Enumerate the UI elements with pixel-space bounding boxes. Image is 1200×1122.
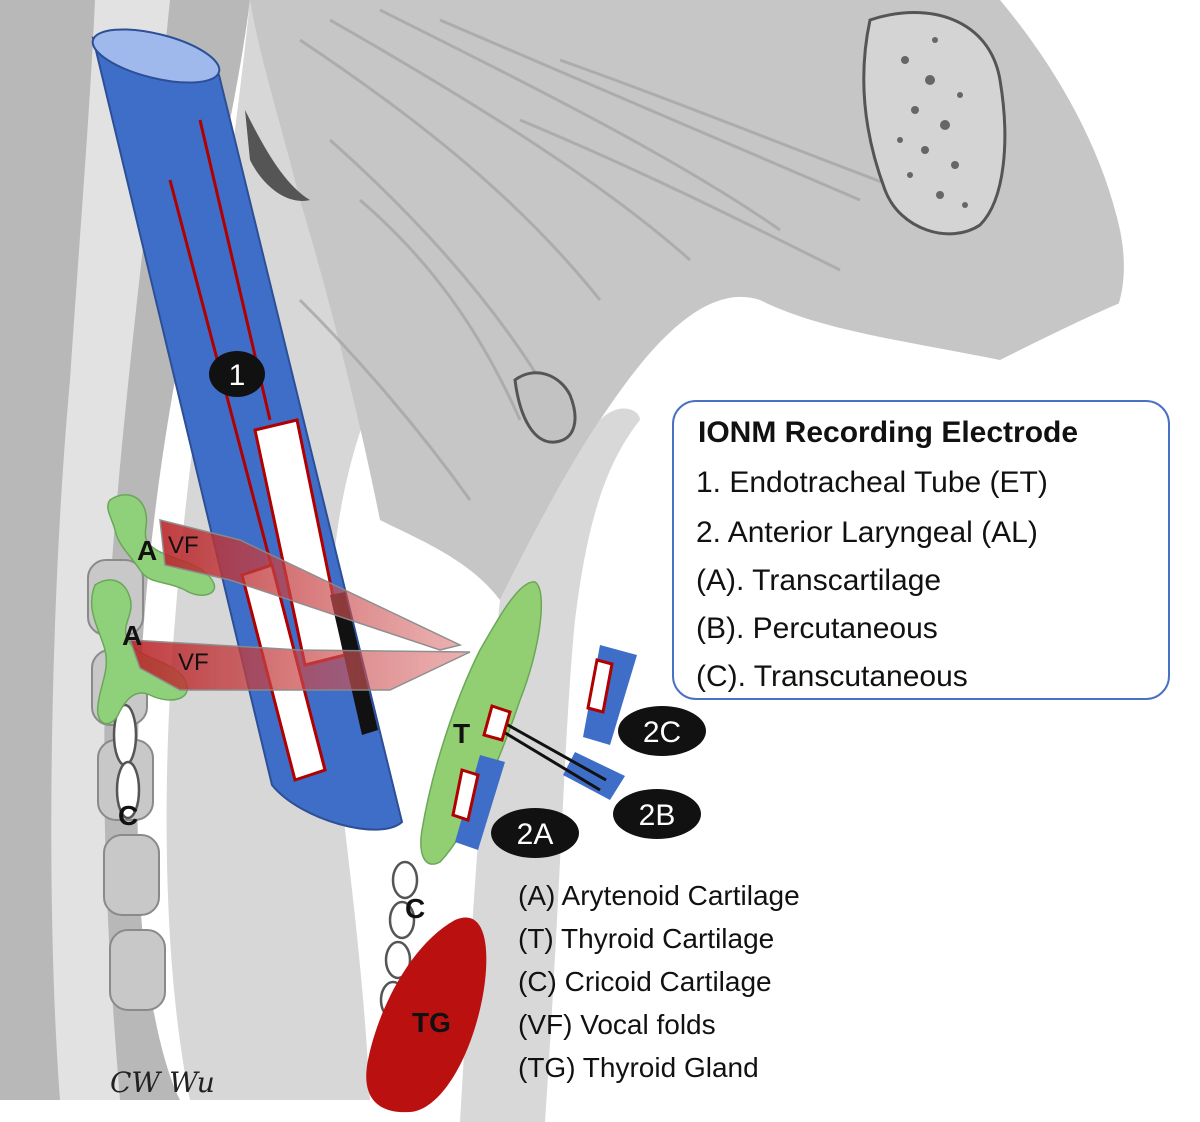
artist-signature: CW Wu: [110, 1066, 215, 1099]
electrode-2c: [583, 645, 637, 745]
label-arytenoid-upper: A: [137, 535, 157, 566]
legend-item-percutaneous: (B). Percutaneous: [696, 612, 938, 645]
legend-item-et: 1. Endotracheal Tube (ET): [696, 466, 1048, 499]
badge-2c: 2C: [618, 706, 706, 756]
legend-item-transcartilage: (A). Transcartilage: [696, 564, 942, 597]
label-vf-upper: VF: [168, 532, 199, 559]
abbr-vocal-folds: (VF) Vocal folds: [518, 1009, 716, 1040]
badge-2c-text: 2C: [643, 716, 681, 749]
badge-1-text: 1: [229, 359, 246, 392]
electrode-2b: [482, 704, 625, 800]
label-cricoid-left: C: [118, 800, 138, 831]
vocal-fold-upper: [159, 519, 463, 651]
badge-2a-text: 2A: [517, 818, 554, 851]
abbr-thyroid-gland: (TG) Thyroid Gland: [518, 1052, 759, 1083]
badge-2a: 2A: [491, 808, 579, 858]
tube-opening: [91, 28, 221, 84]
badge-2b: 2B: [613, 789, 701, 839]
thyroid-cartilage: [420, 581, 543, 865]
label-thyroid-gland: TG: [412, 1007, 451, 1038]
abbr-thyroid-cartilage: (T) Thyroid Cartilage: [518, 923, 775, 954]
vocal-fold-lower: [128, 639, 471, 691]
electrode-2a: [451, 755, 505, 850]
vocal-folds: [128, 519, 471, 691]
abbr-arytenoid: (A) Arytenoid Cartilage: [518, 880, 800, 911]
label-cricoid-right: C: [405, 893, 425, 924]
badge-1: 1: [209, 351, 265, 397]
label-arytenoid-lower: A: [122, 620, 142, 651]
legend-box: IONM Recording Electrode 1. Endotracheal…: [672, 400, 1170, 700]
badge-2b-text: 2B: [639, 799, 676, 832]
abbr-cricoid: (C) Cricoid Cartilage: [518, 966, 772, 997]
label-vf-lower: VF: [178, 649, 209, 676]
label-thyroid-cartilage: T: [453, 718, 470, 749]
legend-item-transcutaneous: (C). Transcutaneous: [696, 660, 968, 693]
legend-item-al: 2. Anterior Laryngeal (AL): [696, 516, 1038, 549]
legend-title: IONM Recording Electrode: [698, 416, 1079, 449]
thyroid-gland: [366, 917, 487, 1113]
